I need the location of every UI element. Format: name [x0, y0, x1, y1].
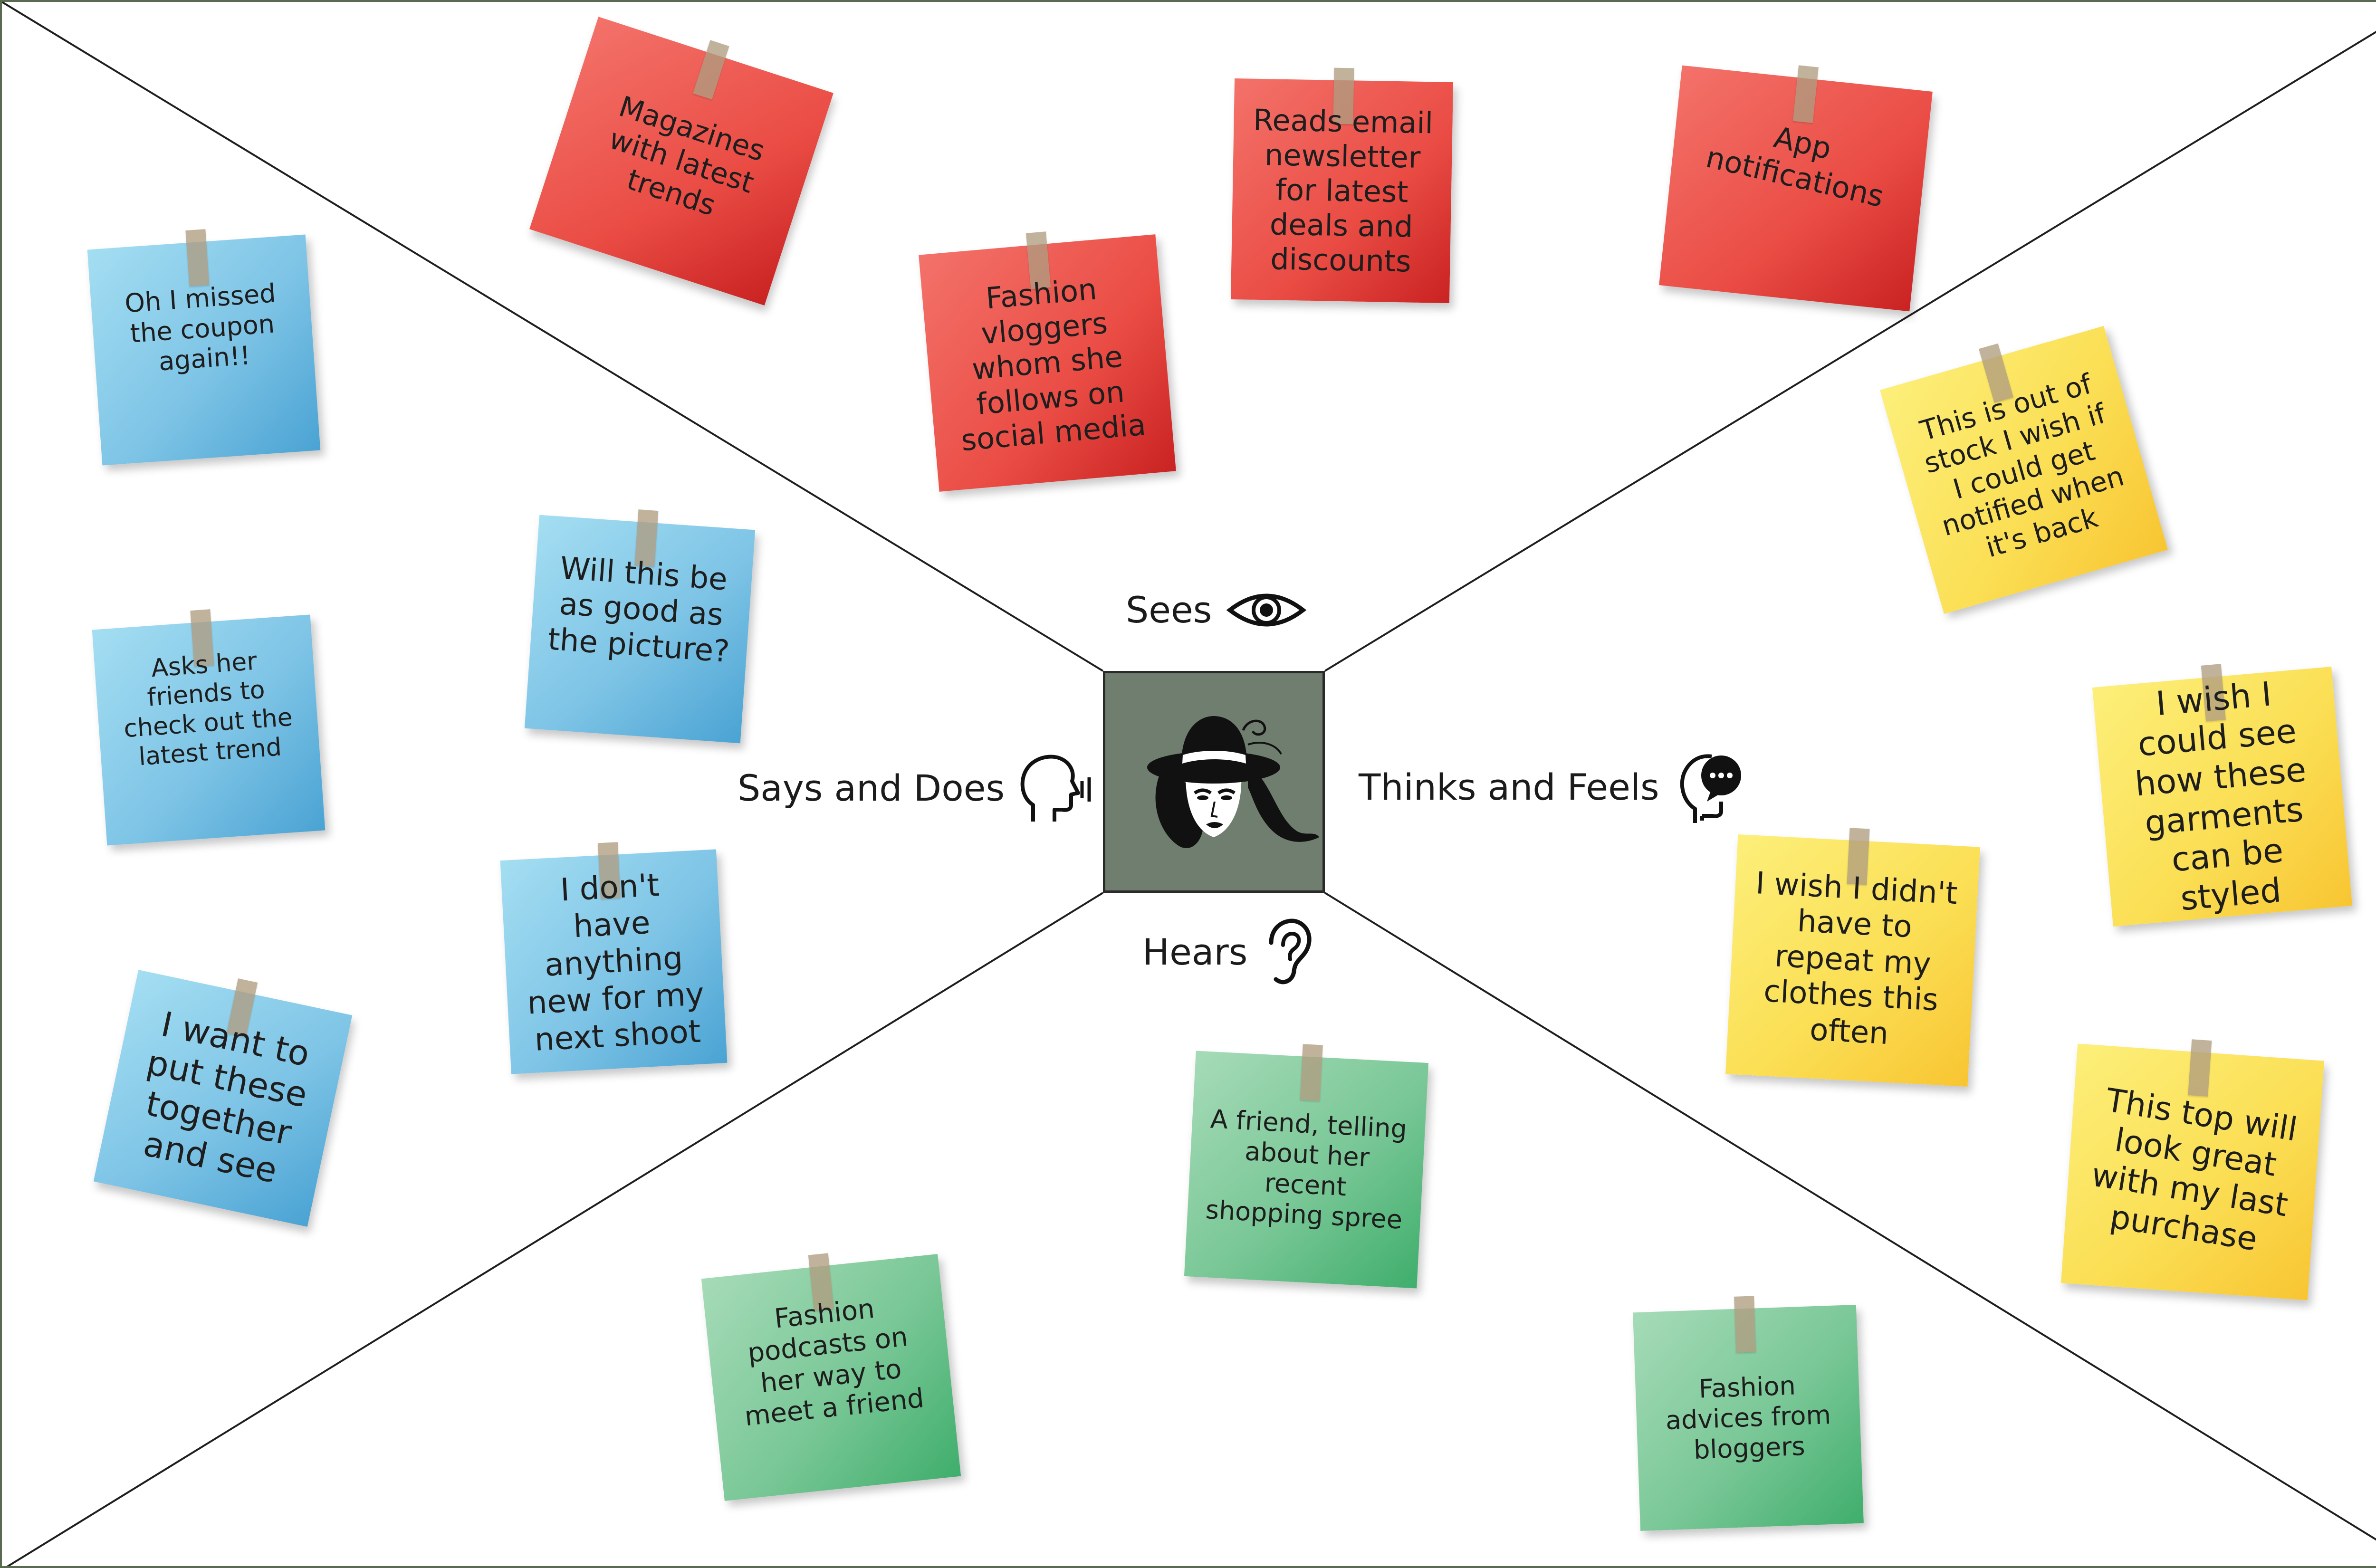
- tape: [185, 229, 209, 287]
- note-text: I wish I didn't have to repeat my clothe…: [1744, 866, 1961, 1056]
- note-text: I wish I could see how these garments ca…: [2109, 670, 2335, 923]
- woman-with-hat-icon: [1105, 673, 1322, 890]
- note-says-nothing-new: I don't have anything new for my next sh…: [500, 849, 728, 1074]
- note-hears-friend-spree: A friend, telling about her recent shopp…: [1184, 1051, 1428, 1289]
- note-text: A friend, telling about her recent shopp…: [1204, 1104, 1409, 1235]
- hears-label: Hears: [1142, 934, 1247, 970]
- note-text: Fashion podcasts on her way to meet a fr…: [722, 1288, 937, 1434]
- note-says-put-together: I want to put these together and see: [94, 970, 353, 1227]
- thinks-and-feels-label: Thinks and Feels: [1359, 769, 1659, 805]
- note-text: Asks her friends to check out the latest…: [111, 644, 303, 774]
- note-says-missed-coupon: Oh I missed the coupon again!!: [87, 235, 321, 466]
- thinking-head-icon: [1674, 749, 1745, 825]
- note-text: Fashion vloggers whom she follows on soc…: [939, 268, 1156, 459]
- tape: [1300, 1044, 1323, 1101]
- ear-icon: [1262, 917, 1314, 988]
- tape: [693, 40, 729, 99]
- speaking-head-icon: [1019, 753, 1095, 824]
- note-says-as-good-as-picture: Will this be as good as the picture?: [525, 515, 755, 744]
- note-hears-podcasts: Fashion podcasts on her way to meet a fr…: [701, 1254, 961, 1501]
- note-text: Magazines with latest trends: [565, 80, 798, 242]
- note-text: Will this be as good as the picture?: [546, 550, 736, 670]
- tape: [1734, 1296, 1756, 1352]
- label-thinks-and-feels: Thinks and Feels: [1359, 749, 1745, 825]
- eye-icon: [1226, 586, 1307, 634]
- note-hears-bloggers: Fashion advices from bloggers: [1633, 1305, 1864, 1531]
- note-sees-app-notifications: App notifications: [1659, 66, 1933, 312]
- label-hears: Hears: [1142, 917, 1314, 988]
- note-thinks-how-styled: I wish I could see how these garments ca…: [2092, 667, 2352, 927]
- label-says-and-does: Says and Does: [738, 753, 1095, 824]
- tape: [2188, 1039, 2212, 1097]
- note-text: I don't have anything new for my next sh…: [518, 865, 709, 1059]
- note-text: Fashion advices from bloggers: [1652, 1369, 1844, 1467]
- note-text: This is out of stock I wish if I could g…: [1906, 364, 2142, 575]
- label-sees: Sees: [1126, 586, 1307, 634]
- sees-label: Sees: [1126, 592, 1212, 628]
- persona-portrait: [1103, 671, 1325, 893]
- note-text: This top will look great with my last pu…: [2076, 1080, 2310, 1264]
- note-text: Reads email newsletter for latest deals …: [1248, 102, 1436, 279]
- note-says-asks-friends: Asks her friends to check out the latest…: [92, 615, 326, 846]
- note-thinks-repeat-clothes: I wish I didn't have to repeat my clothe…: [1725, 834, 1980, 1087]
- note-thinks-top-great: This top will look great with my last pu…: [2061, 1043, 2324, 1300]
- note-text: Oh I missed the coupon again!!: [107, 277, 297, 381]
- note-sees-vloggers: Fashion vloggers whom she follows on soc…: [919, 234, 1176, 492]
- note-text: I want to put these together and see: [116, 1000, 330, 1196]
- note-sees-newsletter: Reads email newsletter for latest deals …: [1231, 78, 1453, 303]
- says-and-does-label: Says and Does: [738, 770, 1005, 806]
